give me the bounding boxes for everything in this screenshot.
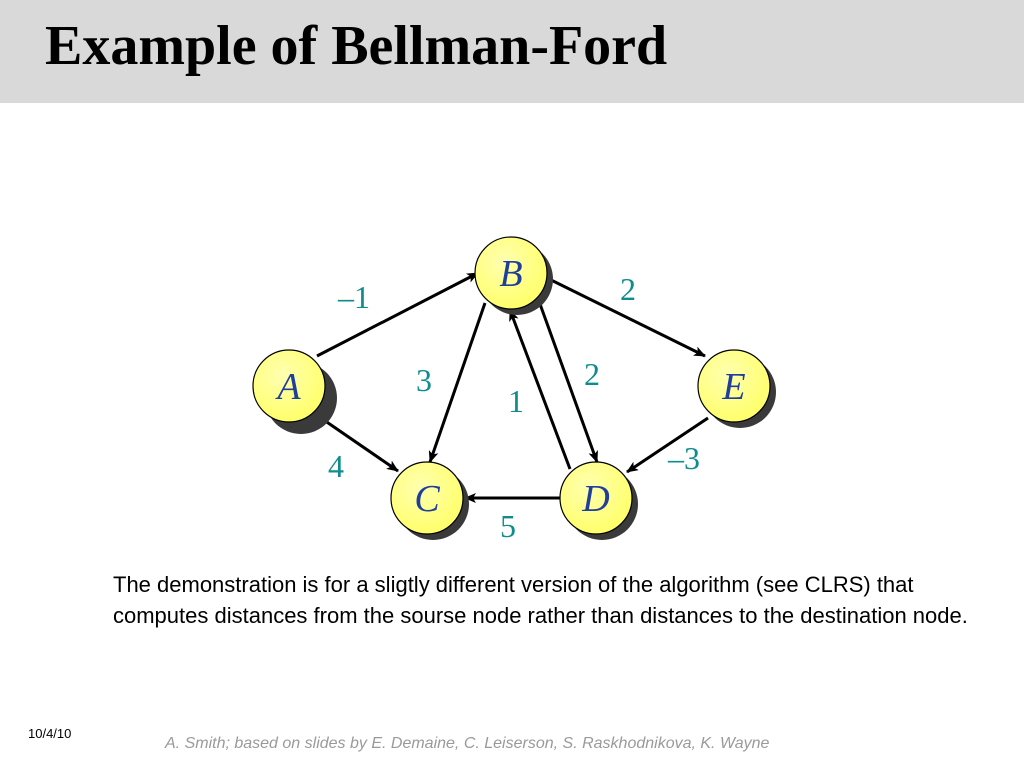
node-B: B [474, 236, 553, 315]
edge-weight-E-D: –3 [667, 440, 700, 476]
edge-weight-A-C: 4 [328, 448, 344, 484]
node-E: E [697, 349, 776, 428]
slide-credit: A. Smith; based on slides by E. Demaine,… [165, 735, 770, 752]
slide-title: Example of Bellman-Ford [45, 15, 668, 77]
node-label-C: C [414, 478, 440, 520]
node-D: D [559, 461, 638, 540]
edge-A-C [317, 414, 399, 473]
edge-B-C [428, 302, 487, 463]
slide-date: 10/4/10 [28, 726, 72, 741]
node-label-B: B [499, 253, 522, 295]
edge-weight-D-B: 1 [508, 383, 524, 419]
edge-weight-B-D: 2 [584, 356, 600, 392]
edge-B-E [546, 276, 706, 358]
edge-weight-D-C: 5 [500, 508, 516, 544]
node-A: A [252, 349, 337, 434]
node-label-A: A [274, 366, 301, 408]
title-bar: Example of Bellman-Ford [0, 0, 1024, 103]
edge-B-D [538, 303, 599, 463]
edge-D-B [508, 309, 572, 470]
node-label-D: D [581, 478, 609, 520]
edge-weight-A-B: –1 [337, 279, 370, 315]
edge-weight-B-E: 2 [620, 271, 636, 307]
node-label-E: E [721, 366, 745, 408]
edge-weight-B-C: 3 [416, 362, 432, 398]
edge-E-D [626, 416, 709, 474]
note-text: The demonstration is for a sligtly diffe… [113, 572, 968, 628]
node-C: C [390, 461, 469, 540]
edge-A-B [316, 271, 479, 358]
